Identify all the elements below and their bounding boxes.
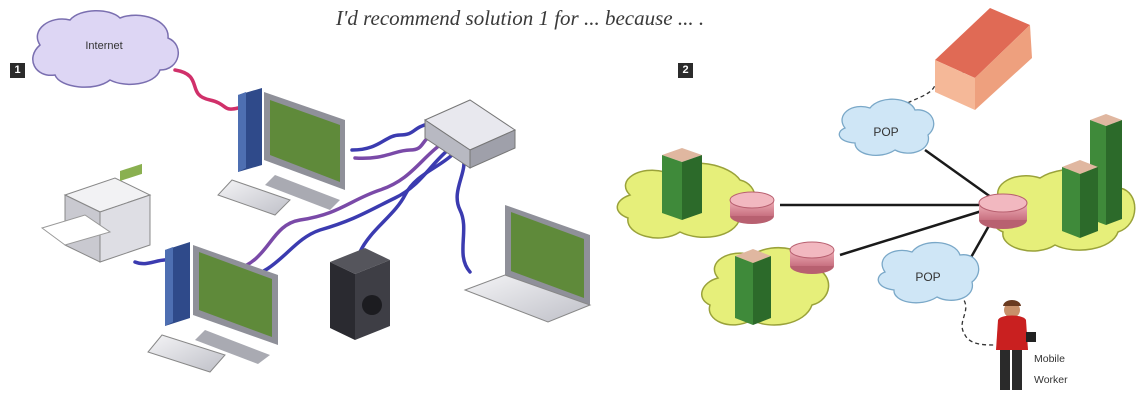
internet-cable [173,68,240,111]
storage-device [330,248,390,340]
laptop [463,205,592,323]
internet-label: Internet [85,40,122,52]
cable-pc1-switch-2 [353,132,436,160]
office-building-left [662,148,702,220]
cable-laptop-switch [455,153,472,274]
panel-2-wan: POP POP Mobile Worker [616,8,1136,390]
pop-cloud-top: POP [838,98,935,156]
panel-1-lan: Internet [32,10,592,373]
mobile-worker-person: Mobile Worker [996,300,1068,390]
keyboard-1 [217,179,291,216]
panel-number-1: 1 [10,63,25,78]
office-building-bottom [735,249,771,325]
pop-label-top: POP [873,125,898,139]
cable-pc2-switch [233,143,442,272]
keyboard-2 [147,334,226,373]
cable-pc1-switch [350,122,430,152]
panel-1-cables [133,68,472,282]
mobile-worker-label-line1: Mobile [1034,353,1065,365]
desktop-computer-1 [217,88,345,216]
router-central [978,193,1028,229]
router-bottom [789,241,835,274]
pop-cloud-bottom: POP [877,241,980,304]
cable-nas-switch [358,153,454,254]
laptop-screen [511,212,584,298]
office-building-right-short [1062,160,1098,238]
panel-number-2: 2 [678,63,693,78]
desktop-computer-2 [147,242,278,373]
pop-label-bottom: POP [915,270,940,284]
monitor-screen-2 [199,252,272,337]
home-office-house [935,8,1032,110]
caption: I'd recommend solution 1 for ... because… [335,6,705,30]
router-left [729,191,775,224]
internet-cloud: Internet [32,10,179,88]
monitor-screen-1 [270,100,340,182]
mobile-worker-label-line2: Worker [1034,374,1068,386]
network-switch [423,99,517,169]
printer [40,163,152,263]
